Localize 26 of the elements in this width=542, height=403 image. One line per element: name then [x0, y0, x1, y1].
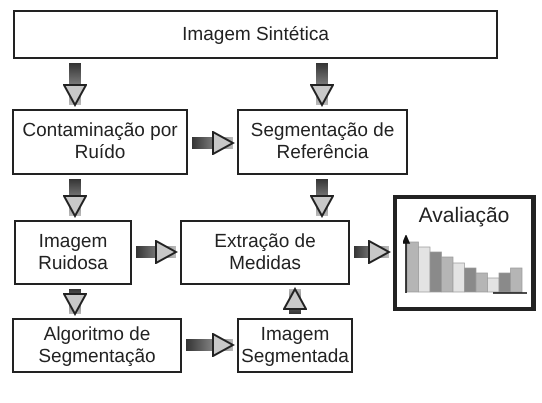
- node-label: Imagem Sintética: [182, 24, 329, 46]
- block-arrow: [136, 240, 177, 264]
- block-arrow: [283, 288, 307, 314]
- process-box: [14, 220, 132, 285]
- process-box: [180, 220, 350, 285]
- node-label: Avaliação: [418, 205, 510, 227]
- process-box: [12, 109, 188, 175]
- block-arrow: [63, 179, 87, 217]
- block-arrow: [186, 333, 234, 357]
- process-box: [237, 318, 353, 373]
- node-label: Extração de Medidas: [213, 230, 317, 274]
- block-arrow: [310, 63, 334, 106]
- node-label: Segmentação de Referência: [250, 120, 396, 164]
- node-label: Imagem Segmentada: [240, 324, 350, 368]
- block-arrow: [63, 289, 87, 315]
- block-arrow: [310, 179, 334, 217]
- node-label: Algoritmo de Segmentação: [37, 324, 157, 368]
- block-arrow: [63, 63, 87, 106]
- node-label: Contaminação por Ruído: [21, 120, 179, 164]
- process-box: [13, 10, 498, 59]
- process-box: [12, 318, 182, 373]
- process-box: [237, 109, 408, 175]
- block-arrow: [354, 240, 390, 264]
- process-box: [393, 195, 536, 311]
- block-arrow: [192, 131, 234, 155]
- node-label: Imagem Ruidosa: [37, 230, 109, 274]
